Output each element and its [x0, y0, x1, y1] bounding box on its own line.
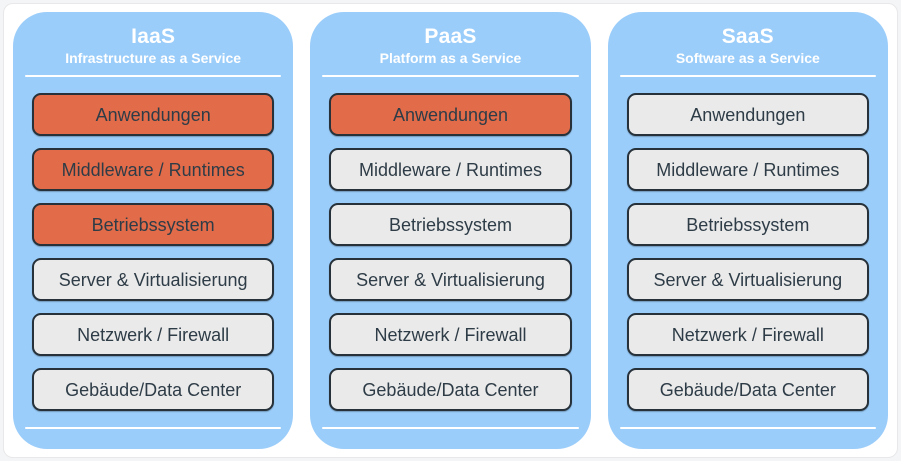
column-header: IaaS Infrastructure as a Service — [13, 12, 293, 67]
service-model-column-paas: PaaS Platform as a Service Anwendungen M… — [310, 12, 591, 449]
layer-betriebssystem: Betriebssystem — [32, 203, 275, 246]
layer-middleware-runtimes: Middleware / Runtimes — [32, 148, 275, 191]
layer-stack: Anwendungen Middleware / Runtimes Betrie… — [32, 93, 275, 411]
layer-gebaeude-data-center: Gebäude/Data Center — [32, 368, 275, 411]
spacer — [310, 411, 590, 427]
layer-server-virtualisierung: Server & Virtualisierung — [626, 258, 869, 301]
layer-stack: Anwendungen Middleware / Runtimes Betrie… — [329, 93, 572, 411]
footer-divider — [25, 427, 282, 429]
service-model-column-iaas: IaaS Infrastructure as a Service Anwendu… — [13, 12, 294, 449]
layer-middleware-runtimes: Middleware / Runtimes — [626, 148, 869, 191]
column-title: SaaS — [721, 25, 774, 48]
layer-netzwerk-firewall: Netzwerk / Firewall — [32, 313, 275, 356]
layer-netzwerk-firewall: Netzwerk / Firewall — [329, 313, 572, 356]
column-subtitle: Software as a Service — [675, 50, 820, 66]
spacer — [608, 411, 888, 427]
layer-betriebssystem: Betriebssystem — [626, 203, 869, 246]
layer-server-virtualisierung: Server & Virtualisierung — [329, 258, 572, 301]
service-model-column-saas: SaaS Software as a Service Anwendungen M… — [607, 12, 888, 449]
layer-gebaeude-data-center: Gebäude/Data Center — [329, 368, 572, 411]
layer-server-virtualisierung: Server & Virtualisierung — [32, 258, 275, 301]
layer-betriebssystem: Betriebssystem — [329, 203, 572, 246]
layer-netzwerk-firewall: Netzwerk / Firewall — [626, 313, 869, 356]
layer-stack: Anwendungen Middleware / Runtimes Betrie… — [626, 93, 869, 411]
column-title: IaaS — [131, 25, 176, 48]
header-divider — [619, 75, 876, 77]
cloud-service-models-diagram: IaaS Infrastructure as a Service Anwendu… — [3, 3, 898, 458]
column-header: PaaS Platform as a Service — [310, 12, 590, 67]
column-header: SaaS Software as a Service — [608, 12, 888, 67]
column-subtitle: Platform as a Service — [379, 50, 522, 66]
layer-middleware-runtimes: Middleware / Runtimes — [329, 148, 572, 191]
footer-divider — [322, 427, 579, 429]
footer-divider — [619, 427, 876, 429]
header-divider — [25, 75, 282, 77]
column-title: PaaS — [424, 25, 477, 48]
layer-anwendungen: Anwendungen — [32, 93, 275, 136]
layer-anwendungen: Anwendungen — [626, 93, 869, 136]
column-subtitle: Infrastructure as a Service — [65, 50, 242, 66]
header-divider — [322, 75, 579, 77]
spacer — [13, 411, 293, 427]
layer-anwendungen: Anwendungen — [329, 93, 572, 136]
layer-gebaeude-data-center: Gebäude/Data Center — [626, 368, 869, 411]
